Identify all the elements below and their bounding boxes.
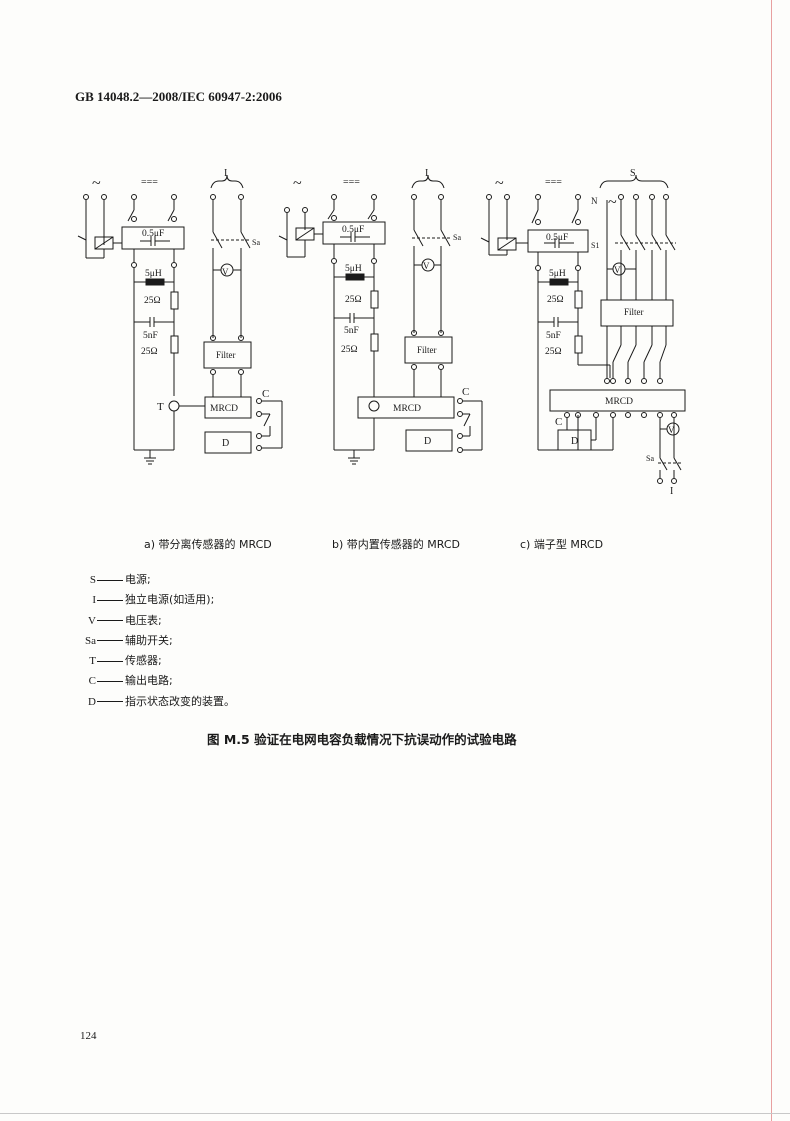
circuit-figure: ~ === 0.5μF 5μH 25Ω 5nF 25Ω T Sa I V Fil… <box>77 168 686 497</box>
switch-label-c2: Sa <box>646 454 654 463</box>
page-header: GB 14048.2—2008/IEC 60947-2:2006 <box>75 89 282 105</box>
output-label-b: C <box>462 386 469 398</box>
neutral-label-c: N <box>591 196 598 206</box>
diagram-b <box>278 174 483 465</box>
caption-a: a) 带分离传感器的 MRCD <box>144 538 272 551</box>
indicator-label-c: D <box>571 436 578 447</box>
filter-label-b: Filter <box>417 345 437 355</box>
source-i-label-b: I <box>425 168 428 179</box>
filter-label-c: Filter <box>624 307 644 317</box>
voltmeter-c: V <box>614 265 621 275</box>
r2-label-c: 25Ω <box>545 347 562 357</box>
mrcd-label-a: MRCD <box>210 404 238 414</box>
sensor-label-a: T <box>157 401 164 413</box>
source-s-label-c: S <box>630 168 636 179</box>
r2-label-a: 25Ω <box>141 347 158 357</box>
r1-label-a: 25Ω <box>144 296 161 306</box>
switch-label-b: Sa <box>453 233 461 242</box>
dc-symbol-a: === <box>141 177 158 188</box>
r1-label-c: 25Ω <box>547 295 564 305</box>
indicator-label-a: D <box>222 438 229 449</box>
page-number: 124 <box>80 1030 97 1042</box>
ac-symbol-c: ~ <box>495 175 504 192</box>
diagram-c <box>480 174 686 484</box>
inductor-label-c: 5μH <box>549 269 566 279</box>
page-margin-line <box>771 0 772 1121</box>
inductor-label-a: 5μH <box>145 269 162 279</box>
ac-symbol-a: ~ <box>92 175 101 192</box>
cap2-label-b: 5nF <box>344 326 359 336</box>
switch-label-c: S1 <box>591 241 599 250</box>
output-label-c: C <box>555 416 562 428</box>
voltmeter-a: V <box>222 267 229 277</box>
switch-label-a: Sa <box>252 238 260 247</box>
r2-label-b: 25Ω <box>341 345 358 355</box>
source-i-label-c: I <box>670 486 673 497</box>
dc-symbol-b: === <box>343 177 360 188</box>
mrcd-label-c: MRCD <box>605 397 633 407</box>
cap2-label-a: 5nF <box>143 331 158 341</box>
mrcd-label-b: MRCD <box>393 404 421 414</box>
ac-symbol-c2: ~ <box>608 194 617 211</box>
cap-label-b: 0.5μF <box>342 225 364 235</box>
inductor-label-b: 5μH <box>345 264 362 274</box>
page-bottom-line <box>0 1113 790 1114</box>
cap-label-c: 0.5μF <box>546 233 568 243</box>
source-i-label-a: I <box>224 168 227 179</box>
cap-label-a: 0.5μF <box>142 229 164 239</box>
output-label-a: C <box>262 388 269 400</box>
standard-code: GB 14048.2—2008/IEC 60947-2:2006 <box>75 89 282 104</box>
cap2-label-c: 5nF <box>546 331 561 341</box>
diagram-a <box>77 174 283 465</box>
caption-b: b) 带内置传感器的 MRCD <box>332 538 461 551</box>
caption-c: c) 端子型 MRCD <box>520 538 604 551</box>
ac-symbol-b: ~ <box>293 175 302 192</box>
r1-label-b: 25Ω <box>345 295 362 305</box>
filter-label-a: Filter <box>216 350 236 360</box>
dc-symbol-c: === <box>545 177 562 188</box>
voltmeter-c2: V <box>668 425 675 435</box>
voltmeter-b: V <box>423 261 430 271</box>
figure-title: 图 M.5 验证在电网电容负载情况下抗误动作的试验电路 <box>207 732 517 747</box>
indicator-label-b: D <box>424 436 431 447</box>
